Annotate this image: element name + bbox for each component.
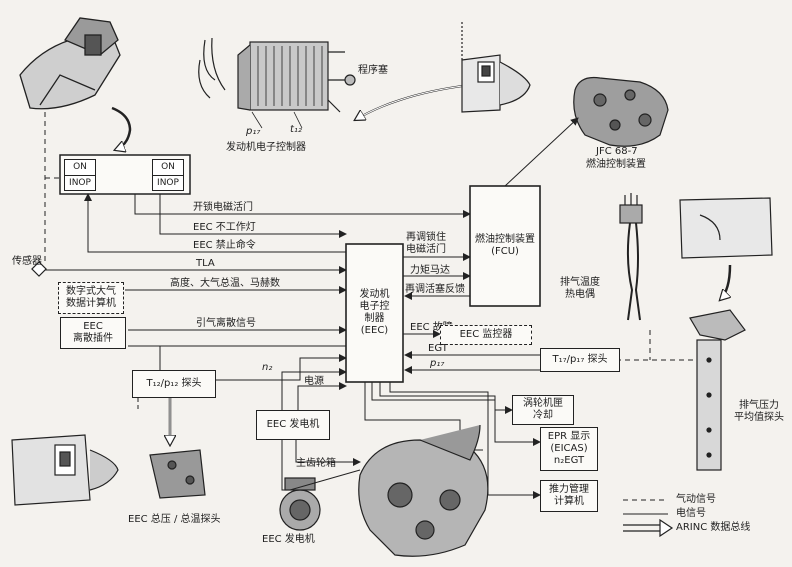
- legend-electric: 电信号: [676, 508, 706, 519]
- sensor-label: 传感器: [12, 256, 42, 267]
- reset-piston-label: 再调活塞反馈: [405, 284, 465, 295]
- air-data-label: 高度、大气总温、马赫数: [170, 278, 280, 289]
- eec-unit-illustration: [198, 37, 356, 129]
- sensor-diamond: [31, 261, 47, 277]
- fuel-control-model: JFC 68-7: [596, 146, 638, 157]
- eec-fault-label: EEC 故障: [410, 322, 453, 333]
- eec-unit-caption: 发动机电子控制器: [226, 142, 306, 153]
- throttle-quadrant-illustration: [19, 17, 132, 150]
- curved-arrow-top: [354, 84, 471, 121]
- probe-caption: EEC 总压 / 总温探头: [128, 514, 221, 525]
- t17-probe-box: T₁₇/p₁₇ 探头: [540, 348, 620, 372]
- fuel-control-caption: 燃油控制装置: [586, 159, 646, 170]
- power-label: 电源: [304, 376, 324, 387]
- turbine-cooling-box: 涡轮机匣 冷却: [512, 395, 574, 425]
- eec-label: 发动机 电子控 制器 (EEC): [359, 289, 390, 336]
- fcu-label: 燃油控制装置 (FCU): [475, 234, 535, 257]
- eec-box: [345, 243, 404, 383]
- main-gearbox-label: 主齿轮箱: [296, 458, 336, 469]
- p17-signal-label: p₁₇: [430, 358, 445, 369]
- on-inop-switch-right[interactable]: ON INOP: [152, 159, 184, 191]
- tla-label: TLA: [196, 258, 215, 269]
- torque-motor-label: 力矩马达: [410, 265, 450, 276]
- eec-generator-box: EEC 发电机: [256, 410, 330, 440]
- epr-display-box: EPR 显示 (EICAS) n₂EGT: [540, 427, 598, 471]
- generator-illustration: [279, 477, 321, 531]
- t12-probe-illustration: [11, 434, 206, 506]
- engine-sketch-top: [461, 20, 531, 113]
- n2-label: n₂: [262, 362, 273, 373]
- exhaust-probe-illustration: [689, 309, 746, 471]
- program-plug-label: 程序塞: [358, 65, 388, 76]
- thermocouple-illustration: [619, 193, 643, 321]
- gearbox-illustration: [358, 424, 489, 557]
- relock-valve-label: 再调锁住 电磁活门: [406, 232, 446, 255]
- inop-label-right: INOP: [153, 175, 183, 191]
- t12-probe-box: T₁₂/p₁₂ 探头: [132, 370, 216, 398]
- on-inop-switch-left[interactable]: ON INOP: [64, 159, 96, 191]
- egt-thermocouple-label: 排气温度 热电偶: [560, 277, 600, 300]
- bleed-discrete-label: 引气离散信号: [196, 318, 256, 329]
- inop-label-left: INOP: [65, 175, 95, 191]
- eec-disable-label: EEC 禁止命令: [193, 240, 256, 251]
- legend-lines: [623, 499, 674, 538]
- engine-sketch-right: [679, 197, 773, 300]
- unlock-valve-label: 开锁电磁活门: [193, 202, 253, 213]
- eec-off-light-label: EEC 不工作灯: [193, 222, 256, 233]
- air-data-computer-box: 数字式大气 数据计算机: [58, 282, 124, 314]
- legend-pneumatic: 气动信号: [676, 494, 716, 505]
- egt-label: EGT: [428, 343, 448, 354]
- p17-label-top: p₁₇: [246, 126, 261, 137]
- fuel-control-illustration: [573, 76, 669, 147]
- pt-probe-label: 排气压力 平均值探头: [734, 400, 784, 423]
- eec-monitor-box: EEC 监控器: [440, 325, 532, 345]
- on-label-right: ON: [161, 162, 175, 172]
- on-label-left: ON: [73, 162, 87, 172]
- eec-generator-caption: EEC 发电机: [262, 534, 315, 545]
- legend-arinc: ARINC 数据总线: [676, 522, 751, 533]
- thrust-computer-box: 推力管理 计算机: [540, 480, 598, 512]
- fcu-box: [469, 185, 541, 307]
- t12-label-top: t₁₂: [290, 124, 302, 135]
- eec-discrete-box: EEC 离散插件: [60, 317, 126, 349]
